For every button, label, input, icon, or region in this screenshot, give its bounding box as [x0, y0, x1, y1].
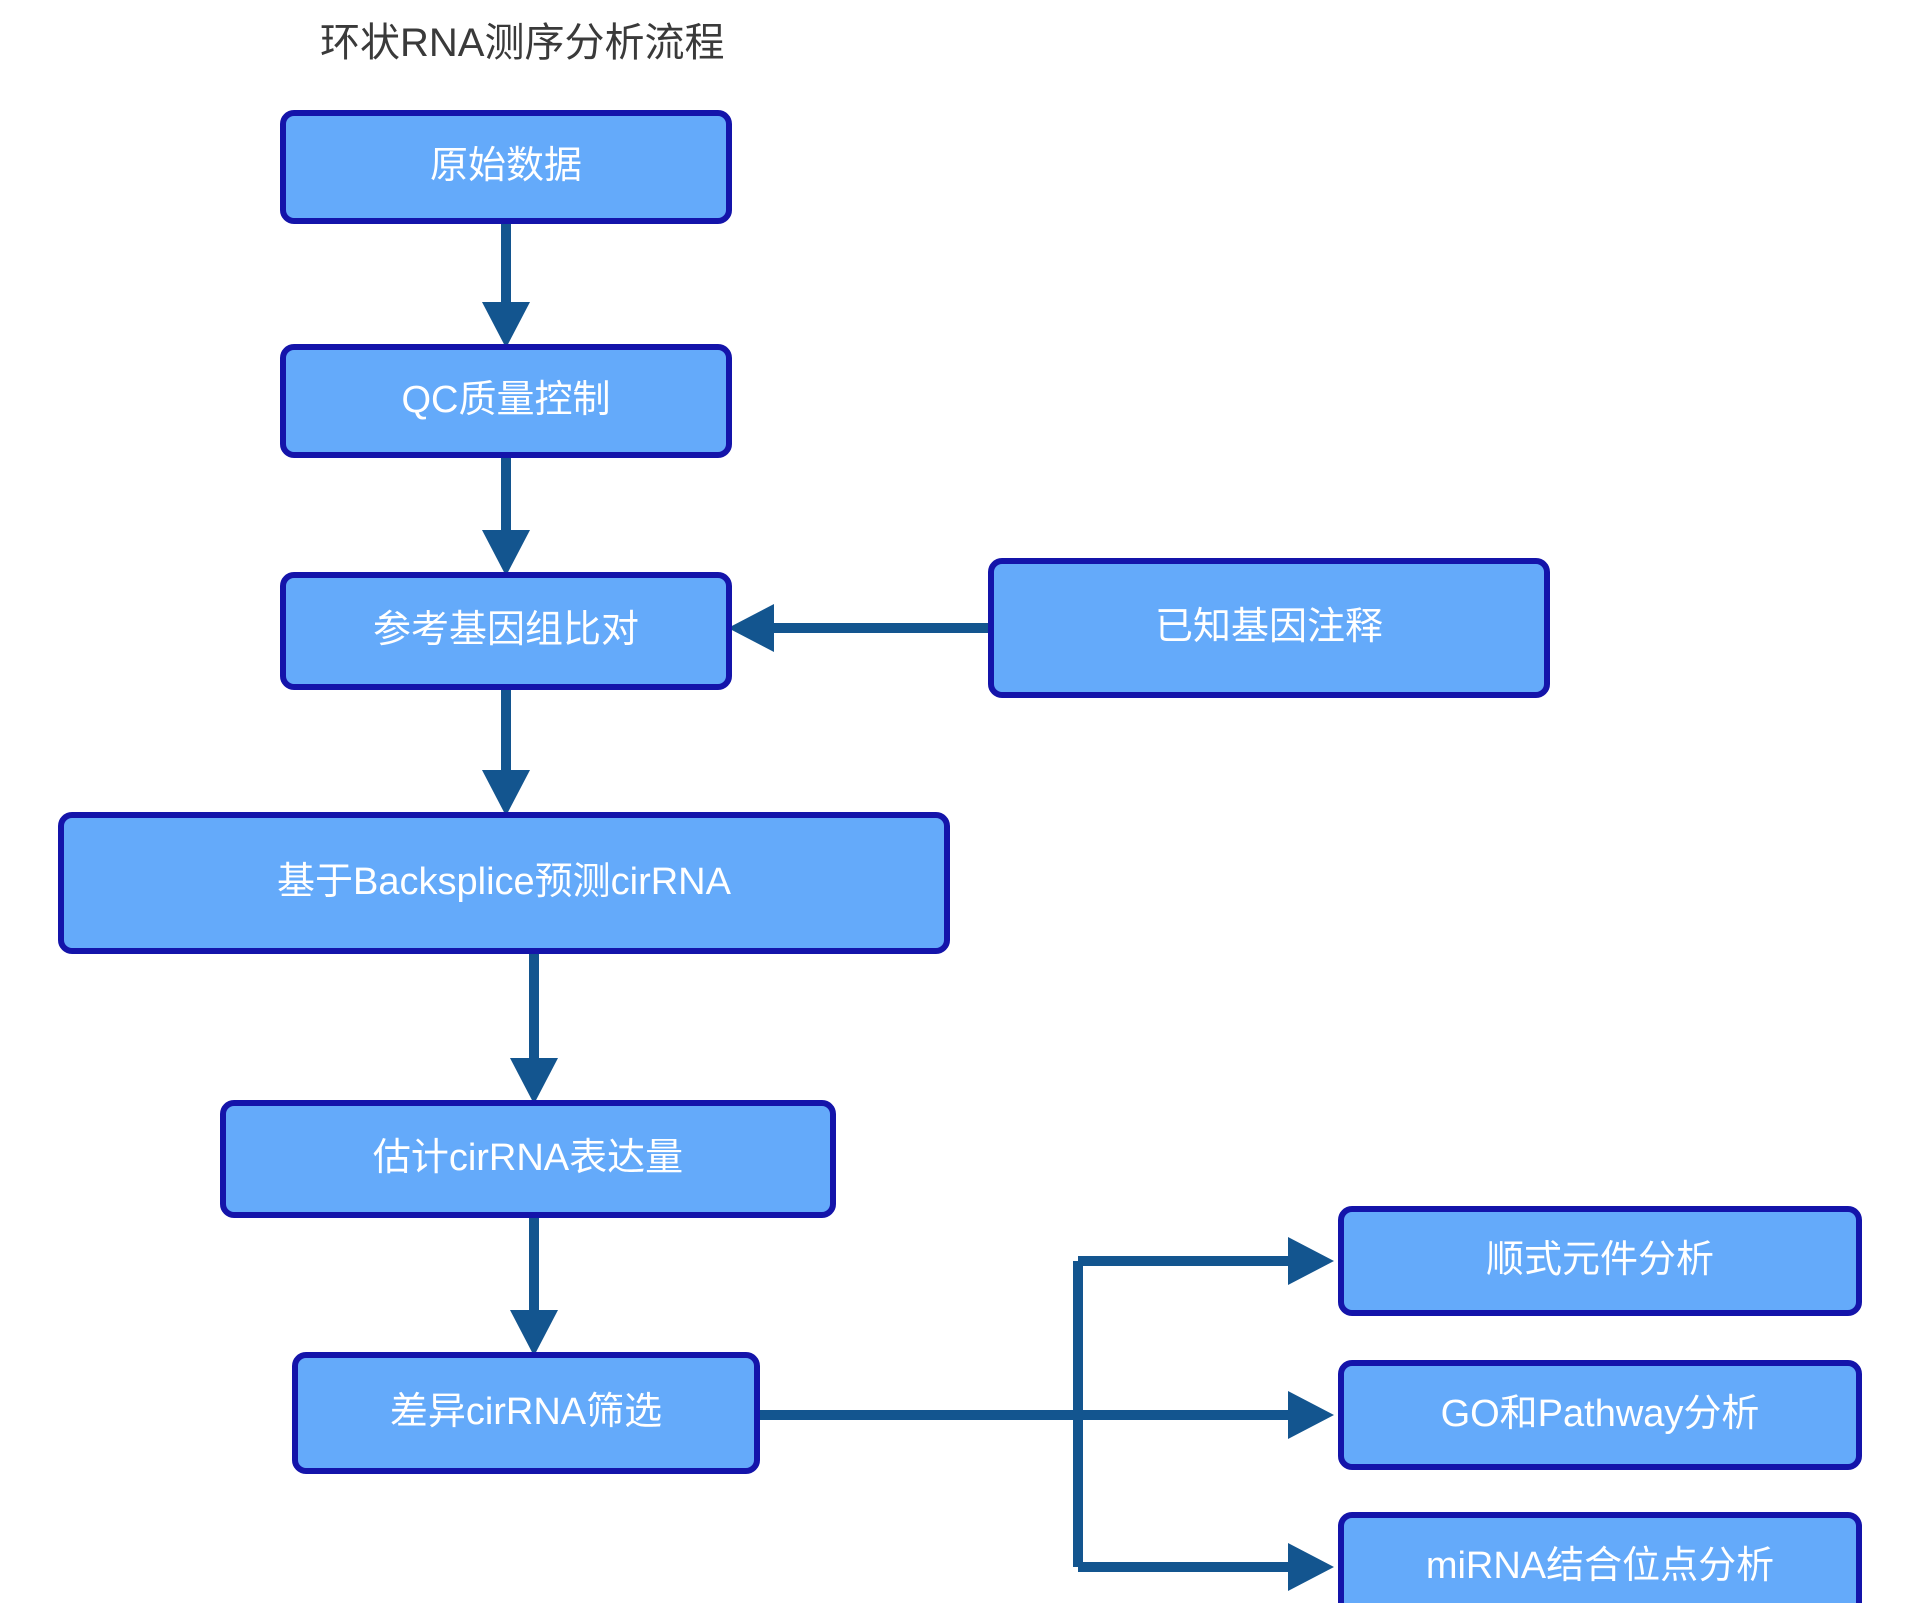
node-go-pathway-analysis[interactable]: GO和Pathway分析	[1338, 1360, 1862, 1470]
node-differential-screening-label: 差异cirRNA筛选	[389, 1391, 663, 1434]
page-title: 环状RNA测序分析流程	[320, 21, 725, 65]
edge-diff-to-cis	[1078, 1237, 1334, 1285]
node-raw-data[interactable]: 原始数据	[280, 110, 732, 224]
edge-diff-to-go	[1078, 1391, 1334, 1439]
edge-align-to-backsplice	[482, 690, 530, 816]
node-backsplice-prediction-label: 基于Backsplice预测cirRNA	[277, 861, 731, 904]
node-raw-data-label: 原始数据	[429, 145, 582, 188]
node-expression-estimate-label: 估计cirRNA表达量	[372, 1137, 684, 1180]
edge-anno-to-align	[728, 604, 988, 652]
node-mirna-binding-site-analysis-label: miRNA结合位点分析	[1425, 1545, 1775, 1588]
edge-expr-to-diff	[510, 1218, 558, 1356]
node-known-gene-annotation-label: 已知基因注释	[1154, 606, 1383, 649]
edge-backsplice-to-expr	[510, 954, 558, 1104]
node-backsplice-prediction[interactable]: 基于Backsplice预测cirRNA	[58, 812, 950, 954]
node-qc-label: QC质量控制	[401, 379, 611, 422]
node-differential-screening[interactable]: 差异cirRNA筛选	[292, 1352, 760, 1474]
edge-diff-branch-trunk	[760, 1261, 1083, 1567]
node-qc[interactable]: QC质量控制	[280, 344, 732, 458]
node-expression-estimate[interactable]: 估计cirRNA表达量	[220, 1100, 836, 1218]
node-cis-element-analysis[interactable]: 顺式元件分析	[1338, 1206, 1862, 1316]
node-known-gene-annotation[interactable]: 已知基因注释	[988, 558, 1550, 698]
edge-diff-to-mirna	[1078, 1543, 1334, 1591]
node-genome-align-label: 参考基因组比对	[372, 609, 639, 652]
edge-raw-to-qc	[482, 224, 530, 348]
node-cis-element-analysis-label: 顺式元件分析	[1485, 1239, 1714, 1282]
node-mirna-binding-site-analysis[interactable]: miRNA结合位点分析	[1338, 1512, 1862, 1603]
node-go-pathway-analysis-label: GO和Pathway分析	[1440, 1393, 1760, 1436]
edge-qc-to-align	[482, 458, 530, 576]
node-genome-align[interactable]: 参考基因组比对	[280, 572, 732, 690]
